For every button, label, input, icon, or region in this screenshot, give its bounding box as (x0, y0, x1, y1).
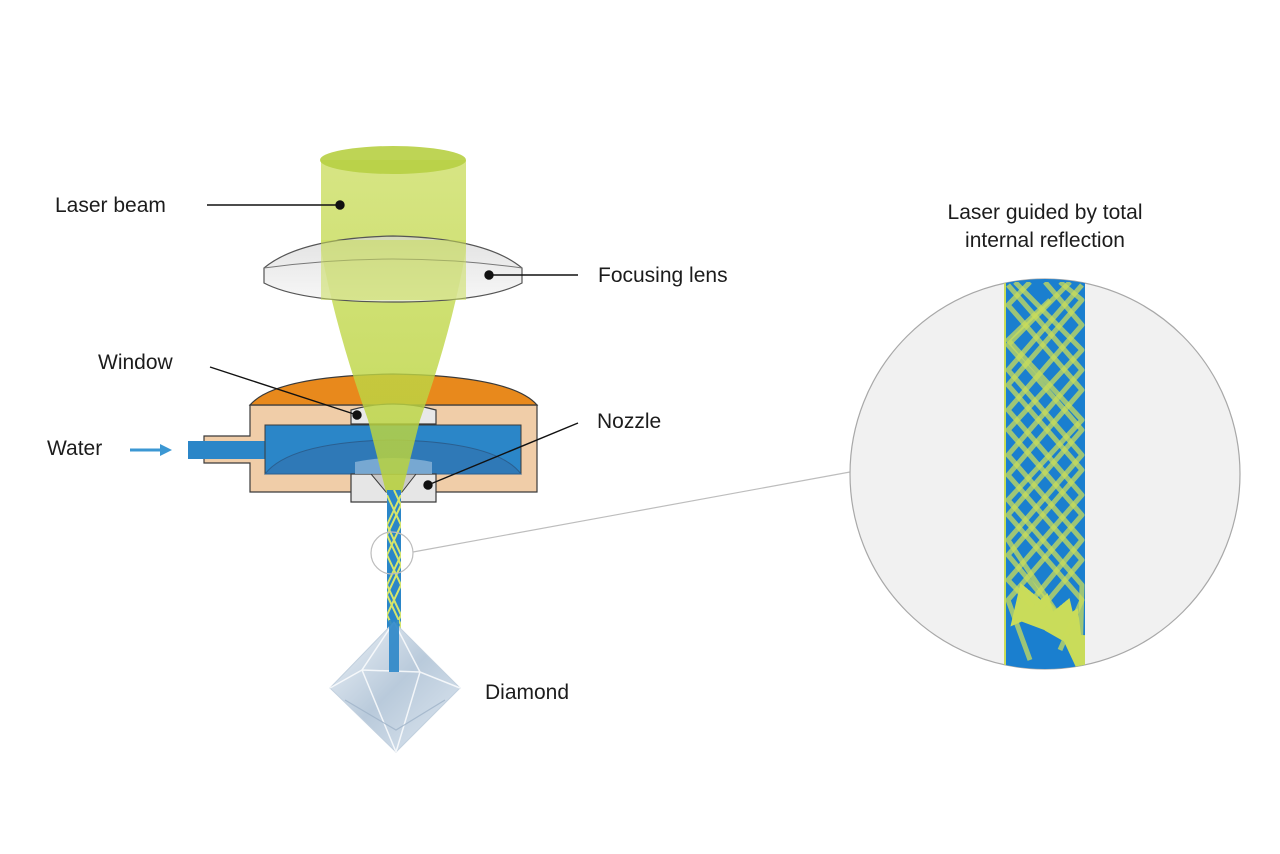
focusing-lens (263, 235, 523, 303)
leader-dot-focusing-lens (484, 270, 494, 280)
zoom-marker-circle (370, 531, 414, 575)
leader-lines (207, 200, 579, 490)
label-focusing-lens: Focusing lens (598, 264, 728, 287)
label-laser-beam: Laser beam (55, 194, 166, 217)
label-window: Window (98, 351, 174, 374)
laser-beam-top (320, 146, 466, 174)
nozzle-housing (188, 373, 539, 503)
inset-magnification (849, 278, 1241, 670)
diamond-icon (329, 620, 461, 753)
label-water: Water (47, 437, 102, 460)
leader-dot-nozzle (423, 480, 433, 490)
inset-title-line1: Laser guided by total (948, 201, 1143, 224)
label-diamond: Diamond (485, 681, 569, 704)
water-channel-inlet (188, 441, 268, 459)
zoom-connector-line (412, 471, 851, 553)
arrow-right-icon (130, 444, 172, 456)
inset-title-line2: internal reflection (965, 229, 1125, 252)
leader-window (209, 366, 358, 416)
leader-nozzle (427, 422, 579, 486)
leader-dot-laser-beam (335, 200, 345, 210)
leader-dot-window (352, 410, 362, 420)
label-nozzle: Nozzle (597, 410, 661, 433)
